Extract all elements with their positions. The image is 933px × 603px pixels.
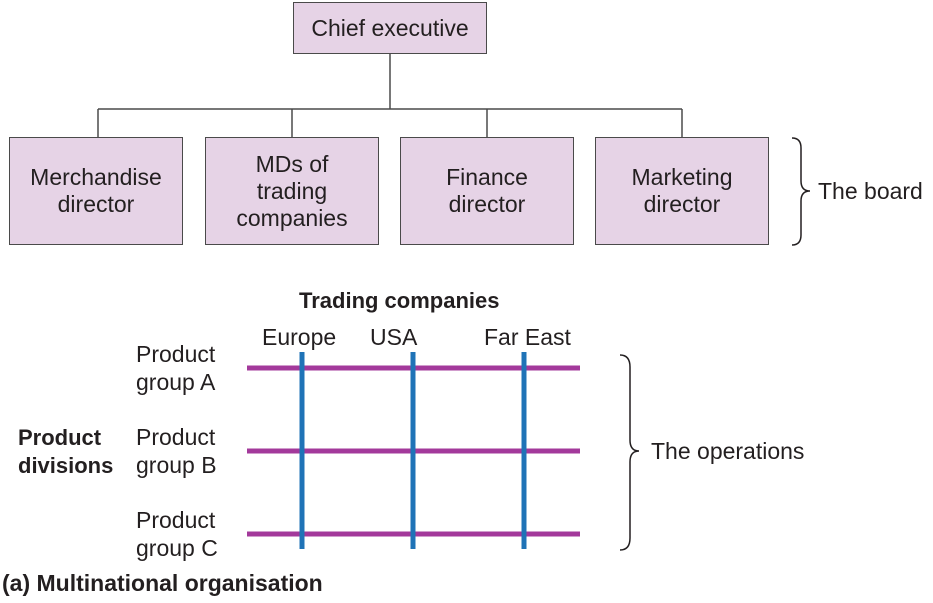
board-brace (791, 137, 811, 246)
row-label-group-c: Product group C (136, 507, 218, 561)
column-label-far-east: Far East (484, 324, 571, 350)
merchandise-director-label: Merchandise director (30, 164, 162, 217)
finance-director-box: Finance director (400, 137, 574, 245)
product-divisions-title: Product divisions (18, 425, 114, 478)
column-label-europe: Europe (262, 324, 337, 350)
marketing-director-box: Marketing director (595, 137, 769, 245)
chief-executive-box: Chief executive (293, 2, 487, 54)
figure-caption: (a) Multinational organisation (2, 570, 323, 596)
row-label-group-b: Product group B (136, 424, 217, 478)
mds-trading-companies-box: MDs of trading companies (205, 137, 379, 245)
chief-executive-label: Chief executive (311, 14, 469, 41)
finance-director-label: Finance director (446, 164, 528, 217)
row-label-group-a: Product group A (136, 341, 216, 395)
board-label: The board (818, 178, 923, 204)
column-label-usa: USA (370, 324, 418, 350)
operations-label: The operations (651, 438, 805, 464)
trading-companies-title: Trading companies (299, 288, 500, 313)
operations-brace (619, 354, 640, 551)
mds-trading-companies-label: MDs of trading companies (236, 150, 348, 231)
marketing-director-label: Marketing director (631, 164, 733, 217)
merchandise-director-box: Merchandise director (9, 137, 183, 245)
